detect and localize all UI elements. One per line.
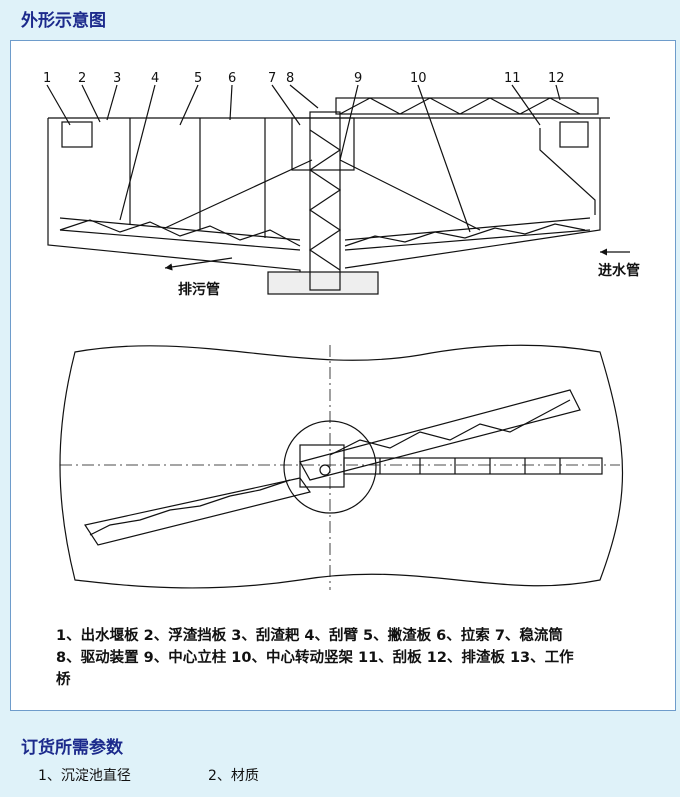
section-title: 外形示意图	[21, 11, 106, 31]
callout-7: 7	[268, 71, 276, 86]
param-diameter: 1、沉淀池直径	[38, 768, 131, 784]
outlet-pipe-label: 排污管	[178, 281, 220, 298]
callout-12: 12	[548, 71, 565, 86]
clarifier-diagram: 1 2 3 4 5 6 7 8 9 10 11 12 排污管 进水管	[43, 71, 640, 590]
truss-right	[299, 389, 581, 481]
callout-1: 1	[43, 71, 51, 86]
stilling-well	[291, 117, 355, 171]
callout-3: 3	[113, 71, 121, 86]
scraper-arm-right	[344, 217, 591, 251]
scraper-arm-left	[59, 217, 301, 251]
inlet-pipe-label: 进水管	[598, 262, 640, 279]
tank-wall-left	[47, 118, 301, 290]
callout-2: 2	[78, 71, 86, 86]
tank-wall-right	[344, 118, 601, 269]
order-params-title: 订货所需参数	[21, 738, 123, 758]
callout-8: 8	[286, 71, 294, 86]
callout-6: 6	[228, 71, 236, 86]
tank-plan-outline	[59, 344, 624, 589]
diagram-panel	[10, 40, 676, 711]
work-bridge	[335, 97, 599, 115]
callout-10: 10	[410, 71, 427, 86]
truss-left	[84, 477, 312, 546]
center-column	[309, 111, 341, 291]
callout-4: 4	[151, 71, 159, 86]
component-legend: 1、出水堰板 2、浮渣挡板 3、刮渣耙 4、刮臂 5、撇渣板 6、拉索 7、稳流…	[56, 628, 574, 688]
param-material: 2、材质	[208, 768, 259, 784]
callout-5: 5	[194, 71, 202, 86]
callout-9: 9	[354, 71, 362, 86]
callout-11: 11	[504, 71, 521, 86]
